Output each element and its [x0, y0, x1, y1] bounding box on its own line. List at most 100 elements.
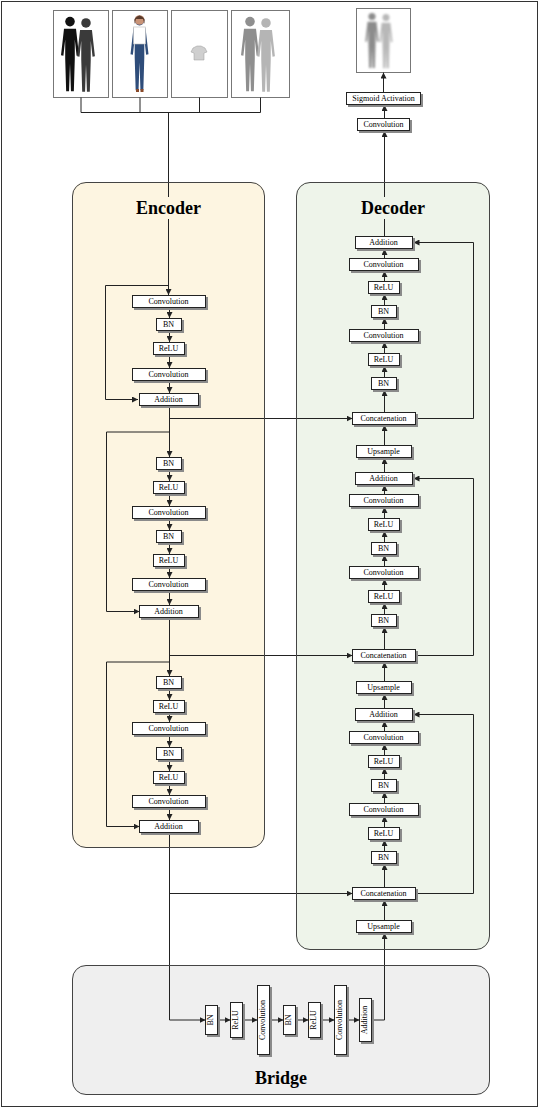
output-image — [365, 13, 378, 68]
layer-label: Concatenation — [360, 651, 406, 661]
layer-box: Convolution — [349, 258, 419, 271]
flow-arrow — [384, 603, 385, 614]
layer-box: Convolution — [132, 368, 206, 381]
input-image — [135, 16, 145, 25]
input-image — [131, 16, 149, 90]
layer-label: Convolution — [363, 733, 403, 743]
flow-arrow — [169, 355, 170, 368]
layer-box: Convolution — [334, 985, 347, 1055]
layer-label: Convolution — [148, 580, 188, 590]
layer-box: ReLU — [153, 481, 185, 494]
layer-box: BN — [156, 457, 182, 470]
layer-box: BN — [371, 305, 397, 318]
layer-box: Addition — [139, 605, 199, 618]
layer-box: ReLU — [368, 755, 400, 768]
layer-label: Addition — [369, 474, 397, 484]
flow-arrow — [384, 555, 385, 566]
layer-label: Convolution — [148, 724, 188, 734]
output-image — [365, 13, 392, 68]
layer-box: ReLU — [368, 518, 400, 531]
layer-label: BN — [378, 781, 389, 791]
layer-label: Convolution — [258, 1000, 268, 1040]
layer-box: Concatenation — [352, 412, 416, 425]
layer-box: Convolution — [257, 985, 270, 1055]
layer-box: Convolution — [349, 803, 419, 816]
input-image — [54, 11, 109, 98]
layer-label: Upsample — [367, 922, 399, 932]
layer-label: ReLU — [159, 556, 179, 566]
flow-arrow — [384, 840, 385, 851]
group-panel: BridgeBNReLUConvolutionBNReLUConvolution… — [72, 965, 490, 1095]
layer-label: ReLU — [374, 757, 394, 767]
flow-arrow — [384, 864, 385, 887]
flow-arrow — [384, 579, 385, 590]
input-image — [113, 11, 168, 98]
layer-box: Addition — [355, 708, 413, 721]
panel-fill — [72, 965, 490, 1095]
layer-box: Addition — [359, 998, 372, 1042]
layer-box: Convolution — [349, 329, 419, 342]
layer-box: ReLU — [368, 281, 400, 294]
flow-arrow — [384, 792, 385, 803]
layer-label: BN — [284, 1014, 294, 1025]
layer-box: ReLU — [153, 342, 185, 355]
flow-arrow — [384, 249, 385, 258]
flow-arrow — [414, 715, 474, 894]
layer-label: BN — [163, 749, 174, 759]
layer-box: ReLU — [368, 590, 400, 603]
flow-arrow — [384, 425, 385, 445]
layer-label: BN — [163, 459, 174, 469]
layer-box: Upsample — [356, 445, 412, 458]
layer-box: Addition — [355, 472, 413, 485]
layer-label: Concatenation — [360, 889, 406, 899]
layer-label: BN — [378, 853, 389, 863]
input-image — [61, 17, 79, 91]
layer-box: ReLU — [153, 771, 185, 784]
flow-arrow — [384, 390, 385, 412]
layer-label: ReLU — [231, 1010, 241, 1030]
flow-arrow — [384, 721, 385, 731]
flow-arrow — [373, 933, 385, 1020]
layer-label: Addition — [360, 1006, 370, 1034]
layer-label: Convolution — [363, 805, 403, 815]
flow-arrow — [384, 744, 385, 755]
layer-box: ReLU — [308, 1002, 321, 1038]
layer-label: Addition — [154, 607, 182, 617]
layer-box: ReLU — [368, 353, 400, 366]
flow-arrow — [169, 494, 170, 506]
flow-arrow — [169, 543, 170, 554]
flow-arrow — [414, 479, 474, 656]
input-image — [257, 18, 275, 92]
flow-arrow — [384, 485, 385, 494]
layer-label: ReLU — [159, 344, 179, 354]
layer-box: Upsample — [356, 920, 412, 933]
output-image — [357, 9, 411, 73]
layer-label: Addition — [154, 395, 182, 405]
layer-label: BN — [378, 307, 389, 317]
layer-box: BN — [156, 747, 182, 760]
layer-label: BN — [163, 320, 174, 330]
input-image — [232, 11, 290, 98]
layer-box: ReLU — [153, 700, 185, 713]
flow-arrow — [169, 567, 170, 578]
layer-box: Convolution — [132, 506, 206, 519]
flow-arrow — [169, 470, 170, 481]
layer-box: Upsample — [356, 681, 412, 694]
input-image — [54, 11, 290, 98]
input-image — [136, 89, 139, 92]
flow-arrow — [170, 618, 353, 656]
panel-title: Bridge — [251, 1067, 311, 1089]
layer-label: Convolution — [148, 508, 188, 518]
flow-arrow — [169, 591, 170, 605]
flow-arrow — [384, 816, 385, 827]
layer-box: Sigmoid Activation — [346, 92, 421, 105]
flow-arrow — [169, 735, 170, 747]
layer-label: ReLU — [159, 483, 179, 493]
flow-arrow — [384, 694, 385, 708]
input-image — [191, 46, 207, 60]
layer-box: Convolution — [132, 795, 206, 808]
